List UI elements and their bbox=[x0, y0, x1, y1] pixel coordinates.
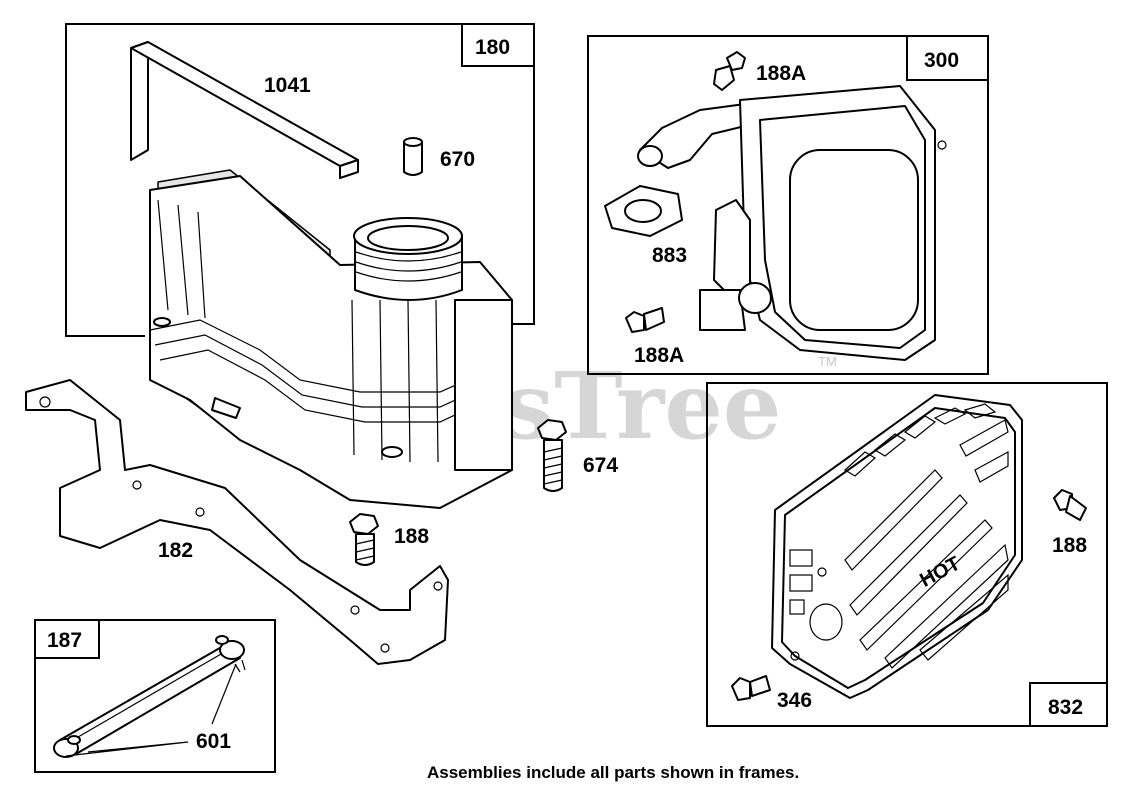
frame-187-number-box bbox=[34, 619, 100, 659]
frame-832-border bbox=[706, 382, 1108, 727]
part-1041-strap bbox=[130, 41, 359, 179]
watermark-trademark: TM bbox=[818, 354, 837, 369]
part-601-fuel-line bbox=[53, 635, 246, 758]
part-346-screw bbox=[731, 675, 771, 701]
label-188A-top: 188A bbox=[756, 62, 806, 85]
part-188A-top-screw bbox=[713, 51, 746, 91]
part-670-sleeve bbox=[403, 137, 423, 176]
frame-180: 180 bbox=[65, 23, 535, 337]
frame-832: 832 bbox=[706, 382, 1108, 727]
frame-180-border bbox=[65, 23, 535, 337]
frame-300-number-box bbox=[906, 35, 989, 81]
part-674-bolt bbox=[537, 419, 567, 492]
label-601: 601 bbox=[196, 730, 231, 753]
part-fuel-tank bbox=[149, 169, 513, 509]
label-188-center: 188 bbox=[394, 525, 429, 548]
label-883: 883 bbox=[652, 244, 687, 267]
label-188-right: 188 bbox=[1052, 534, 1087, 557]
part-188-right-screw bbox=[1053, 489, 1087, 521]
label-182: 182 bbox=[158, 539, 193, 562]
assembly-caption: Assemblies include all parts shown in fr… bbox=[427, 763, 799, 782]
frame-187-number: 187 bbox=[47, 629, 82, 652]
label-346: 346 bbox=[777, 689, 812, 712]
frame-187: 187 bbox=[34, 619, 276, 773]
part-188-center-bolt bbox=[349, 513, 379, 566]
label-674: 674 bbox=[583, 454, 618, 477]
frame-180-number-box bbox=[461, 23, 535, 67]
frame-180-number: 180 bbox=[475, 36, 510, 59]
part-883-gasket bbox=[604, 185, 683, 237]
frame-832-number-box bbox=[1029, 682, 1108, 727]
part-muffler bbox=[637, 85, 947, 361]
frame-300-border bbox=[587, 35, 989, 375]
part-182-bracket bbox=[25, 379, 449, 665]
frame-300-number: 300 bbox=[924, 49, 959, 72]
frame-832-number: 832 bbox=[1048, 696, 1083, 719]
frame-300: 300 bbox=[587, 35, 989, 375]
label-1041: 1041 bbox=[264, 74, 311, 97]
part-832-guard: HOT bbox=[771, 394, 1023, 699]
part-188A-bottom-screw bbox=[625, 307, 665, 333]
label-188A-bottom: 188A bbox=[634, 344, 684, 367]
frame-187-border bbox=[34, 619, 276, 773]
label-670: 670 bbox=[440, 148, 475, 171]
